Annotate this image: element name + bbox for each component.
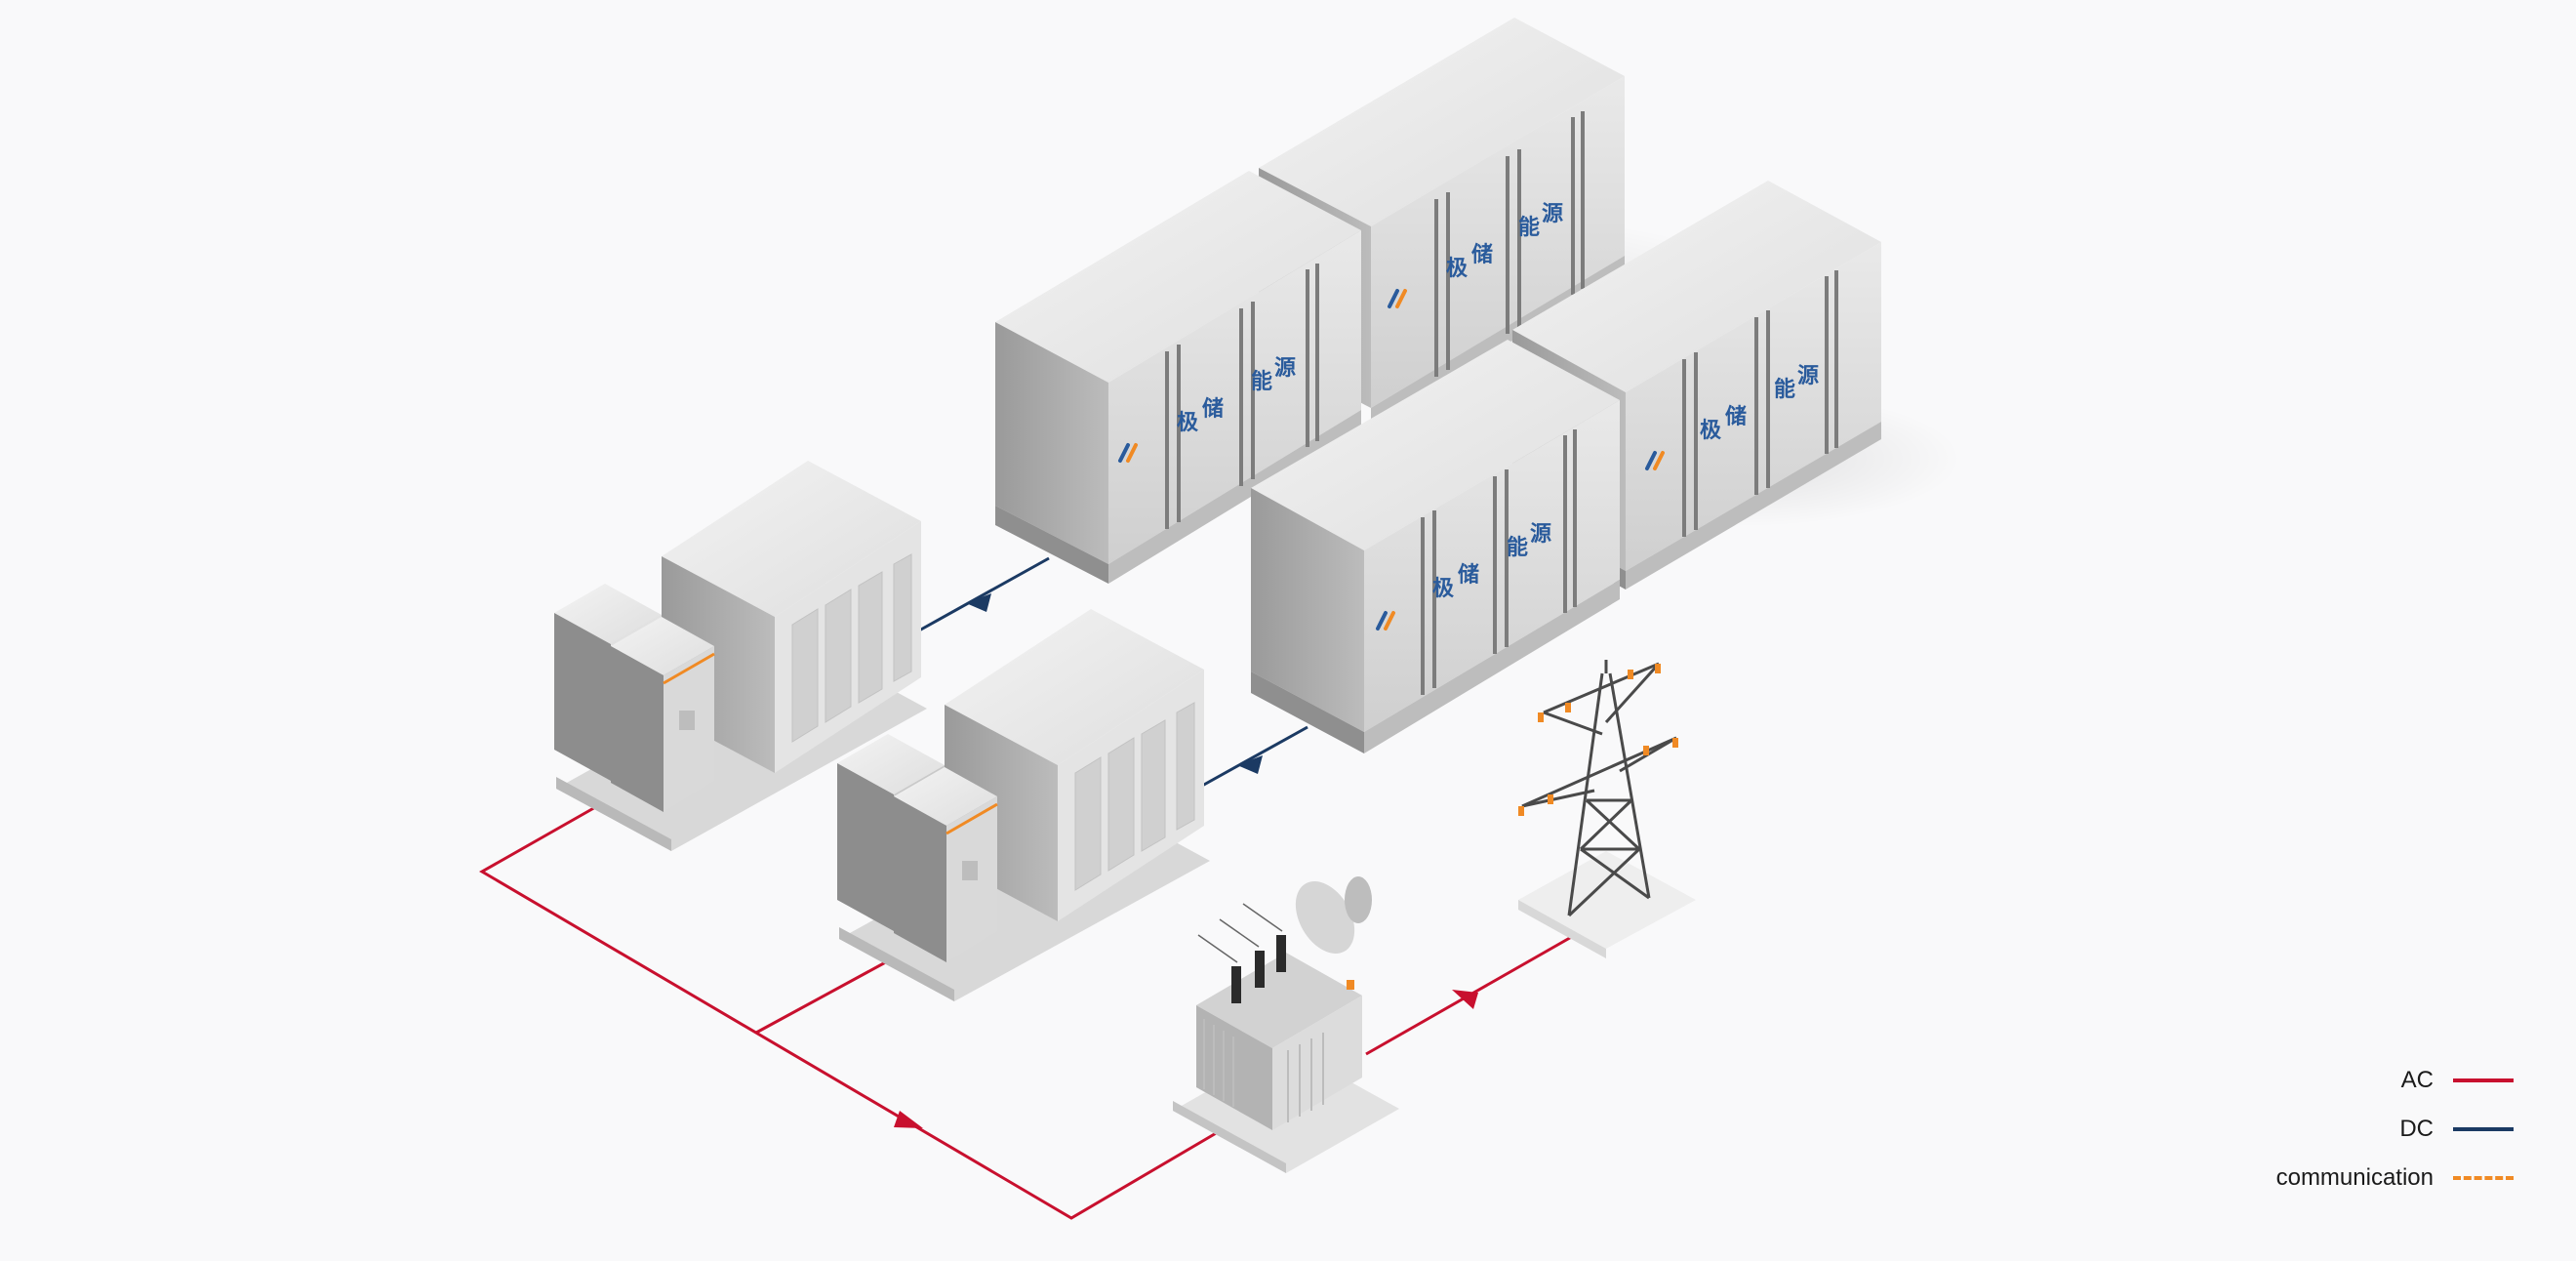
- legend-row-ac: AC: [2276, 1066, 2514, 1095]
- legend-swatch-ac: [2453, 1078, 2514, 1082]
- ac-line-branch: [755, 957, 892, 1035]
- ac-line-main: [479, 804, 1219, 1220]
- brand-char-1: 极: [1700, 419, 1722, 443]
- brand-char-2: 储: [1471, 242, 1493, 267]
- dc-arrow-2: [1237, 755, 1263, 774]
- container-brand-c: 极 储 能 源: [1432, 522, 1551, 601]
- transmission-tower-icon: [1518, 660, 1696, 958]
- container-brand-b: 极 储 能 源: [1446, 202, 1563, 281]
- pcs-cabinet-icon: [554, 461, 927, 851]
- brand-char-4: 源: [1542, 202, 1563, 226]
- brand-char-3: 能: [1251, 369, 1272, 394]
- battery-container-icon: [1251, 340, 1620, 753]
- legend: AC DC communication: [2276, 1066, 2514, 1193]
- brand-char-3: 能: [1774, 377, 1795, 402]
- dc-line-2: [1201, 725, 1308, 788]
- pcs-cabinet-icon: [837, 609, 1210, 1001]
- ac-arrow-main: [894, 1111, 923, 1128]
- ac-arrow-grid: [1452, 990, 1478, 1009]
- legend-label-dc: DC: [2399, 1116, 2434, 1142]
- container-brand-a: 极 储 能 源: [1177, 356, 1296, 435]
- legend-label-communication: communication: [2275, 1164, 2434, 1191]
- legend-swatch-communication: [2453, 1176, 2514, 1180]
- legend-row-communication: communication: [2276, 1163, 2514, 1193]
- brand-char-1: 极: [1446, 257, 1469, 281]
- legend-row-dc: DC: [2276, 1115, 2514, 1144]
- brand-char-2: 储: [1202, 396, 1224, 422]
- dc-line-1: [918, 556, 1050, 632]
- dc-arrow-1: [966, 593, 991, 612]
- brand-char-4: 源: [1797, 364, 1819, 388]
- brand-char-1: 极: [1177, 411, 1199, 435]
- legend-swatch-dc: [2453, 1127, 2514, 1131]
- brand-char-2: 储: [1725, 404, 1747, 429]
- dc-wiring: [918, 556, 1308, 788]
- container-brand-d: 极 储 能 源: [1700, 364, 1819, 443]
- transformer-icon: [1173, 876, 1399, 1173]
- brand-logo-icon: [1118, 289, 1665, 630]
- brand-char-2: 储: [1458, 562, 1479, 588]
- battery-container-icon: [995, 171, 1361, 584]
- brand-char-3: 能: [1507, 535, 1528, 560]
- brand-char-4: 源: [1530, 522, 1551, 547]
- legend-label-ac: AC: [2400, 1067, 2434, 1093]
- brand-char-3: 能: [1518, 215, 1540, 240]
- brand-char-4: 源: [1274, 356, 1296, 381]
- brand-char-1: 极: [1432, 577, 1455, 601]
